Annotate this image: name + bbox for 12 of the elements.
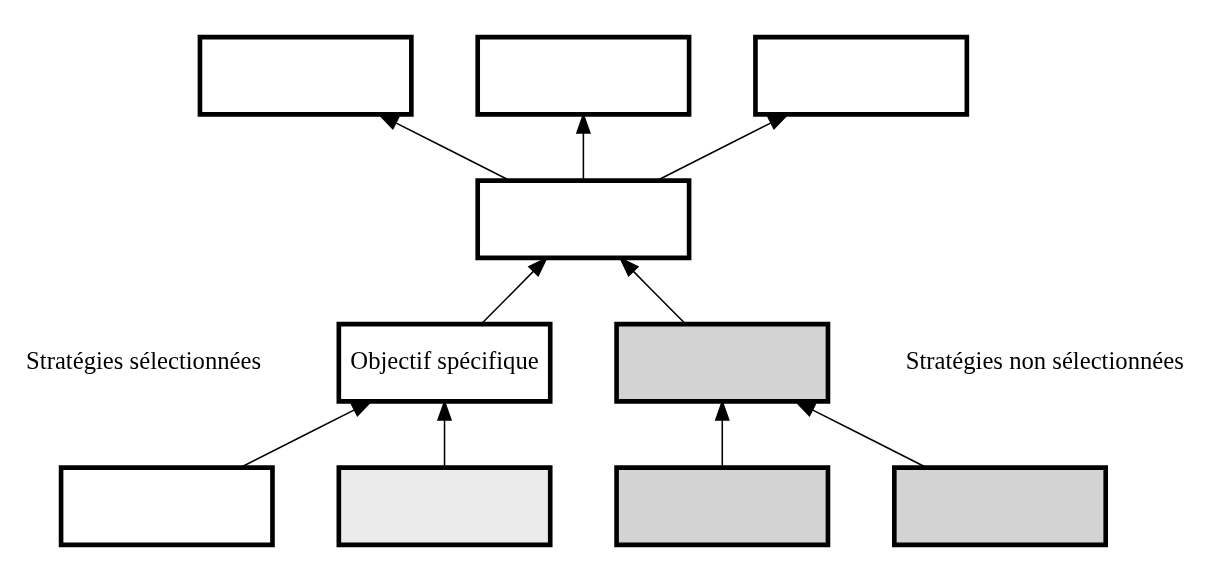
- node-box: [475, 177, 692, 260]
- node-box: Objectif spécifique: [336, 321, 553, 404]
- node-box: [475, 34, 692, 117]
- node-box: [58, 464, 275, 547]
- node-box: [336, 464, 553, 547]
- node-box: [614, 464, 831, 547]
- node-box: [197, 34, 414, 117]
- node-box: [614, 321, 831, 404]
- node-label: Stratégies non sélectionnées: [905, 346, 1184, 374]
- node-box: [753, 34, 970, 117]
- node-box: [892, 464, 1109, 547]
- node-label: Stratégies sélectionnées: [26, 346, 262, 374]
